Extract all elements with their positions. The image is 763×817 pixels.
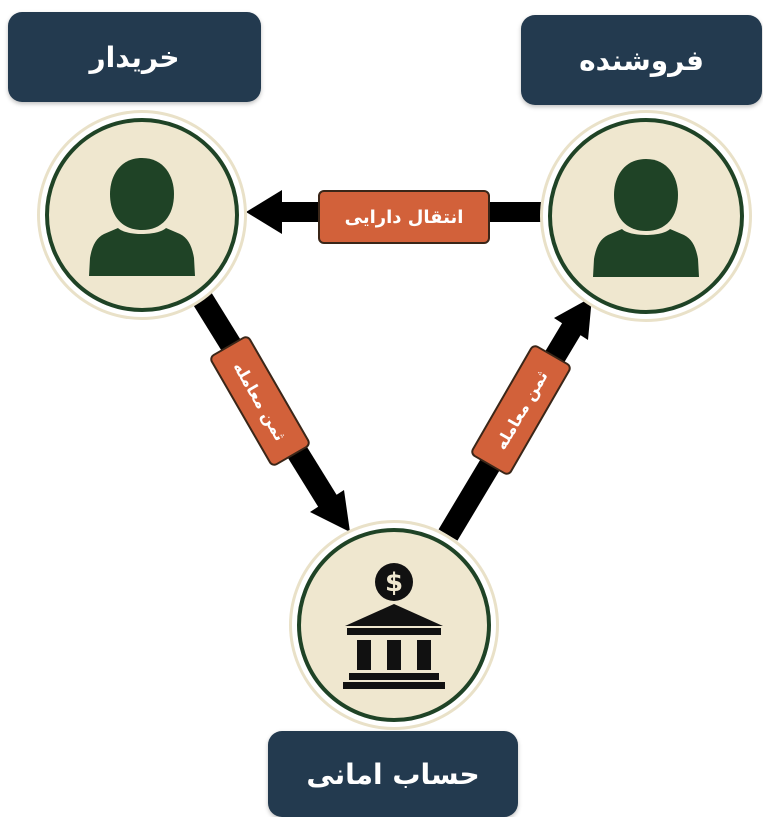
escrow-label: حساب امانی [306, 757, 480, 791]
svg-text:$: $ [385, 568, 403, 598]
bank-dollar-icon: $ [343, 563, 445, 689]
asset-transfer-tag: انتقال دارایی [318, 190, 490, 244]
escrow-label-box: حساب امانی [268, 731, 518, 817]
buyer-node [45, 118, 239, 312]
person-icon [89, 158, 195, 276]
buyer-label: خریدار [89, 40, 180, 74]
person-icon [593, 159, 699, 277]
seller-label-box: فروشنده [521, 15, 762, 105]
seller-node [548, 118, 744, 314]
seller-label: فروشنده [579, 43, 704, 77]
asset-transfer-label: انتقال دارایی [344, 206, 464, 228]
buyer-label-box: خریدار [8, 12, 261, 102]
escrow-node: $ [297, 528, 491, 722]
